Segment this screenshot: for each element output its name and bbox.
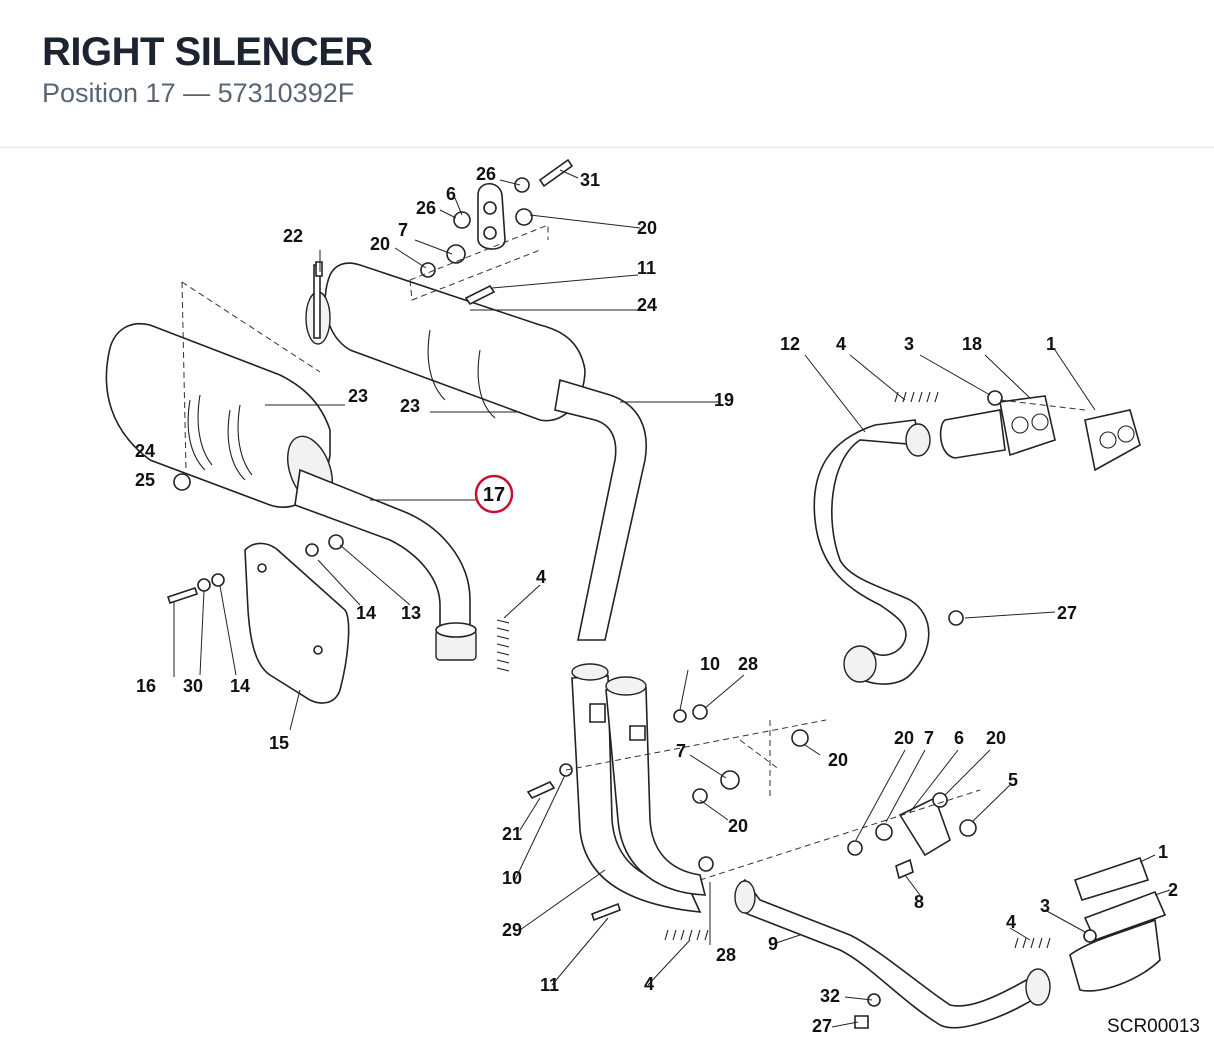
label-7: 7: [676, 741, 686, 761]
label-16: 16: [136, 676, 156, 696]
label-23: 23: [400, 396, 420, 416]
label-20: 20: [728, 816, 748, 836]
clamp-hardware-top: [181, 158, 574, 471]
label-20: 20: [894, 728, 914, 748]
label-6: 6: [954, 728, 964, 748]
label-22: 22: [283, 226, 303, 246]
part-labels: 26 31 6 26 7 20 20 22 11 24 12 4 3 18 1 …: [135, 164, 1178, 1036]
label-1: 1: [1158, 842, 1168, 862]
page-title: RIGHT SILENCER: [42, 30, 373, 74]
exploded-parts-diagram: 26 31 6 26 7 20 20 22 11 24 12 4 3 18 1 …: [105, 158, 1178, 1036]
label-10: 10: [502, 868, 522, 888]
label-3: 3: [904, 334, 914, 354]
right-silencer-drawing: [305, 262, 647, 641]
label-4: 4: [1006, 912, 1016, 932]
label-4: 4: [644, 974, 654, 994]
label-12: 12: [780, 334, 800, 354]
lower-header-pipes-drawing: [526, 663, 827, 922]
label-1: 1: [1046, 334, 1056, 354]
right-header-pipe-drawing: [813, 390, 1141, 685]
label-7: 7: [398, 220, 408, 240]
label-26: 26: [476, 164, 496, 184]
page-subtitle: Position 17 — 57310392F: [42, 78, 355, 108]
label-6: 6: [446, 184, 456, 204]
label-11: 11: [540, 975, 559, 995]
label-23: 23: [348, 386, 368, 406]
label-9: 9: [768, 934, 778, 954]
label-20: 20: [828, 750, 848, 770]
lower-right-flange-drawing: [1069, 856, 1167, 992]
label-20: 20: [370, 234, 390, 254]
leader-lines: [173, 169, 1171, 1028]
label-20: 20: [986, 728, 1006, 748]
label-4: 4: [536, 567, 546, 587]
springs-drawing: [496, 391, 1051, 949]
highlight-ring: [474, 474, 514, 514]
label-15: 15: [269, 733, 289, 753]
label-25: 25: [135, 470, 155, 490]
label-3: 3: [1040, 896, 1050, 916]
label-21: 21: [502, 824, 522, 844]
label-10: 10: [700, 654, 720, 674]
lower-right-pipe-drawing: [734, 878, 1051, 1029]
label-18: 18: [962, 334, 982, 354]
label-28: 28: [738, 654, 758, 674]
label-4: 4: [836, 334, 846, 354]
drawing-code: SCR00013: [1107, 1016, 1200, 1037]
label-17-highlighted: 17: [483, 484, 505, 506]
label-7: 7: [924, 728, 934, 748]
label-13: 13: [401, 603, 421, 623]
left-silencer-drawing: [105, 323, 477, 661]
label-27: 27: [1057, 603, 1077, 623]
label-14: 14: [230, 676, 250, 696]
heat-shield-drawing: [166, 261, 350, 704]
label-26: 26: [416, 198, 436, 218]
label-19: 19: [714, 390, 734, 410]
label-24: 24: [135, 441, 155, 461]
label-32: 32: [820, 986, 840, 1006]
label-14: 14: [356, 603, 376, 623]
label-24: 24: [637, 295, 657, 315]
label-11: 11: [637, 258, 656, 278]
label-2: 2: [1168, 880, 1178, 900]
label-29: 29: [502, 920, 522, 940]
page-header: RIGHT SILENCER Position 17 — 57310392F: [0, 0, 1214, 148]
label-8: 8: [914, 892, 924, 912]
label-28: 28: [716, 945, 736, 965]
label-5: 5: [1008, 770, 1018, 790]
label-31: 31: [580, 170, 600, 190]
label-27: 27: [812, 1016, 832, 1036]
bracket-drawing: [699, 789, 981, 881]
label-20: 20: [637, 218, 657, 238]
label-30: 30: [183, 676, 203, 696]
